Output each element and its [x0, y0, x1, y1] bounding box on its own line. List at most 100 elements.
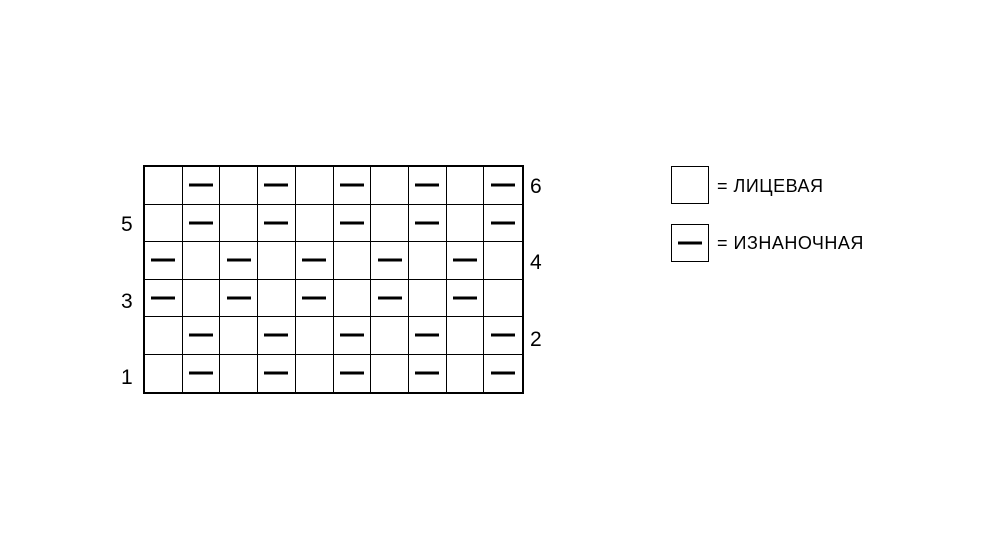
chart-cell [484, 280, 522, 317]
chart-cell [296, 354, 334, 392]
chart-cell [182, 279, 221, 317]
purl-dash-icon [189, 333, 214, 337]
purl-dash-icon [302, 296, 327, 300]
chart-cell [145, 317, 183, 355]
knitting-chart-grid [143, 165, 524, 394]
chart-cell [333, 317, 372, 355]
purl-dash-icon [415, 183, 440, 187]
chart-cell [295, 204, 334, 242]
legend-knit-label: = ЛИЦЕВАЯ [717, 176, 824, 196]
purl-dash-icon [189, 221, 214, 225]
purl-dash-icon [491, 371, 516, 375]
chart-cell [220, 242, 259, 280]
chart-cell [145, 204, 183, 242]
purl-dash-icon [151, 296, 176, 300]
chart-cell [295, 167, 334, 205]
chart-cell [446, 167, 485, 205]
chart-cell [446, 204, 485, 242]
chart-cell [333, 279, 372, 317]
purl-dash-icon [491, 221, 516, 225]
purl-dash-icon [339, 371, 364, 375]
chart-cell [258, 317, 296, 355]
purl-dash-icon [189, 183, 214, 187]
purl-dash-icon [491, 333, 516, 337]
chart-cell [408, 204, 447, 242]
chart-cell [220, 317, 259, 355]
chart-cell [484, 242, 522, 280]
chart-cell [371, 167, 409, 205]
purl-dash-icon [264, 221, 289, 225]
purl-dash-icon [302, 258, 327, 262]
purl-dash-icon [339, 333, 364, 337]
chart-cell [295, 242, 334, 280]
chart-cell [295, 317, 334, 355]
purl-dash-icon [415, 221, 440, 225]
row-number-label: 3 [121, 289, 133, 313]
chart-cell [408, 242, 447, 280]
purl-dash-icon [491, 183, 516, 187]
chart-cell [484, 317, 522, 355]
purl-dash-icon [189, 371, 214, 375]
purl-dash-icon [226, 296, 251, 300]
chart-cell [333, 242, 372, 280]
legend-purl-symbol [671, 224, 709, 262]
chart-cell [220, 204, 259, 242]
chart-cell [183, 354, 221, 392]
row-number-label: 1 [121, 365, 133, 389]
chart-cell [484, 167, 522, 205]
chart-cell [295, 279, 334, 317]
chart-cell [447, 354, 485, 392]
purl-dash-icon [264, 371, 289, 375]
legend-purl-label: = ИЗНАНОЧНАЯ [717, 233, 864, 253]
purl-dash-icon [264, 333, 289, 337]
chart-cell [182, 167, 221, 205]
row-number-label: 6 [530, 175, 542, 199]
row-number-label: 2 [530, 327, 542, 351]
chart-cell [258, 354, 296, 392]
chart-cell [182, 204, 221, 242]
chart-cell [371, 279, 409, 317]
chart-cell [371, 204, 409, 242]
chart-cell [484, 205, 522, 242]
legend-knit-symbol [671, 166, 709, 204]
purl-dash-icon [415, 371, 440, 375]
row-number-label: 5 [121, 213, 133, 237]
row-number-label: 4 [530, 251, 542, 275]
purl-dash-icon [339, 221, 364, 225]
chart-cell [334, 354, 372, 392]
chart-cell [484, 355, 522, 393]
chart-cell [220, 279, 259, 317]
purl-dash-icon [339, 183, 364, 187]
chart-cell [408, 167, 447, 205]
chart-cell [446, 242, 485, 280]
chart-cell [371, 317, 409, 355]
chart-cell [258, 279, 296, 317]
chart-cell [333, 204, 372, 242]
purl-dash-icon [377, 296, 402, 300]
purl-dash-icon [415, 333, 440, 337]
chart-cell [408, 317, 447, 355]
chart-cell [220, 354, 259, 392]
purl-dash-icon [151, 258, 176, 262]
chart-cell [145, 354, 183, 392]
chart-cell [446, 279, 485, 317]
purl-dash-icon [452, 258, 477, 262]
chart-cell [145, 242, 183, 280]
purl-dash-icon [264, 183, 289, 187]
chart-cell [182, 317, 221, 355]
purl-dash-icon [377, 258, 402, 262]
chart-cell [258, 167, 296, 205]
chart-cell [258, 204, 296, 242]
chart-cell [145, 279, 183, 317]
purl-dash-icon [226, 258, 251, 262]
purl-dash-icon [678, 241, 702, 245]
chart-cell [408, 279, 447, 317]
chart-cell [371, 354, 409, 392]
chart-cell [145, 167, 183, 205]
chart-cell [409, 354, 447, 392]
purl-dash-icon [452, 296, 477, 300]
chart-cell [333, 167, 372, 205]
chart-cell [258, 242, 296, 280]
chart-cell [182, 242, 221, 280]
chart-cell [371, 242, 409, 280]
